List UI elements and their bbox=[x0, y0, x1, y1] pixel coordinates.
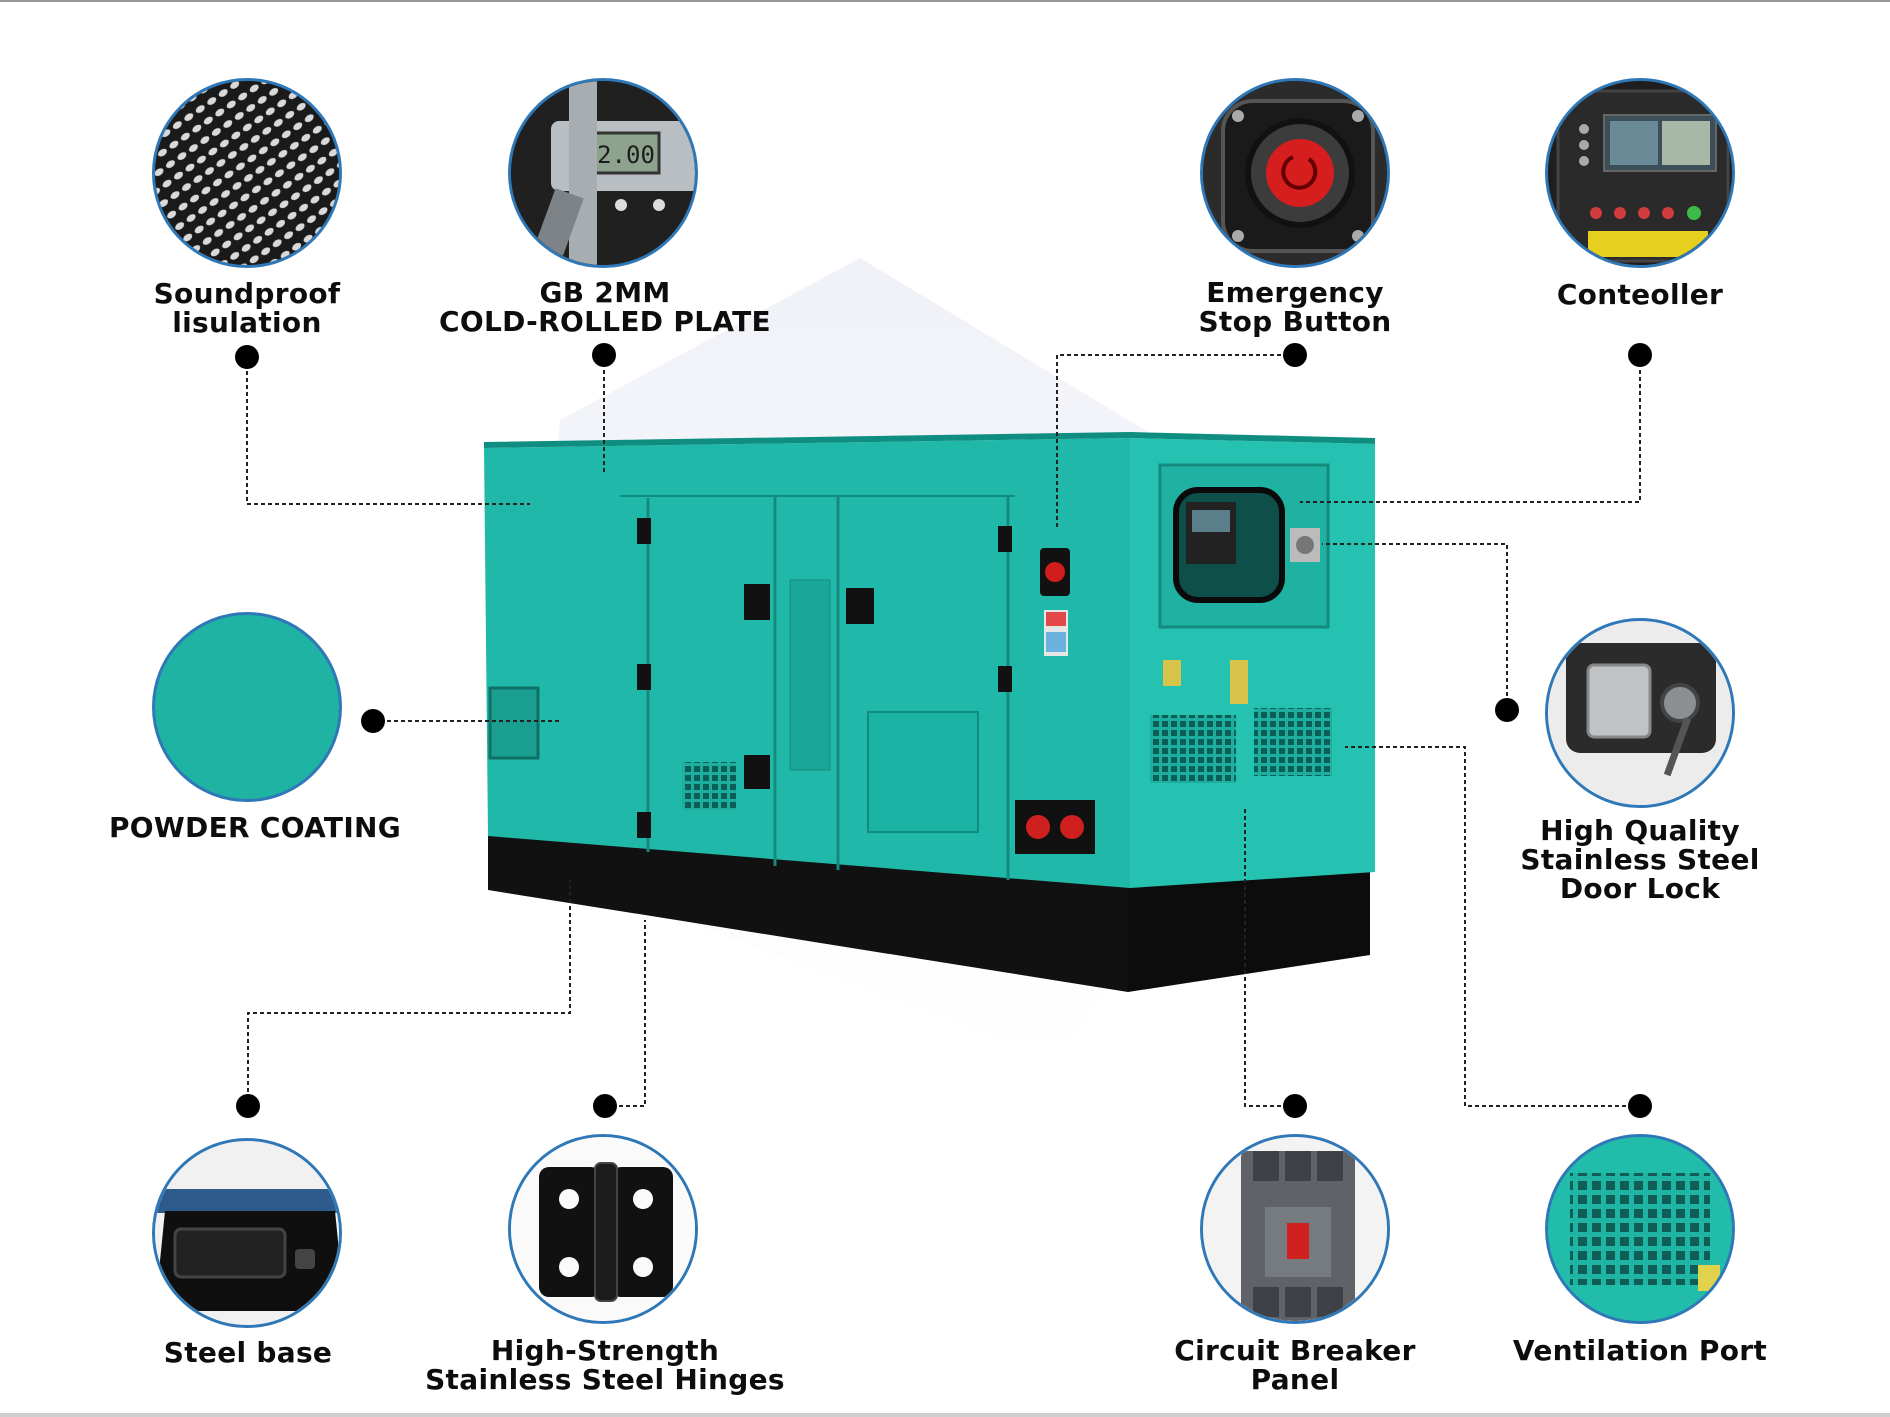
top-divider bbox=[0, 0, 1890, 2]
label-controller: Conteoller bbox=[1556, 278, 1724, 311]
connector-steelbase bbox=[247, 880, 571, 1106]
connector-hinges bbox=[605, 920, 646, 1107]
anchor-dot bbox=[1283, 1094, 1307, 1118]
anchor-dot bbox=[361, 709, 385, 733]
ventilation-grille-icon bbox=[1545, 1134, 1735, 1324]
color-swatch-icon bbox=[152, 612, 342, 802]
bottom-divider bbox=[0, 1413, 1890, 1417]
label-steelbase: Steel base bbox=[163, 1336, 333, 1369]
anchor-dot bbox=[1283, 343, 1307, 367]
anchor-dot bbox=[592, 343, 616, 367]
circuit-breaker-icon bbox=[1200, 1134, 1390, 1324]
steel-base-icon bbox=[152, 1138, 342, 1328]
label-emergency: Emergency Stop Button bbox=[1198, 276, 1392, 338]
anchor-dot bbox=[1628, 1094, 1652, 1118]
connector-soundproof bbox=[246, 357, 530, 505]
emergency-stop-icon bbox=[1200, 78, 1390, 268]
caliper-icon: 2.00 bbox=[508, 78, 698, 268]
side-grille-right bbox=[1254, 708, 1332, 776]
anchor-dot bbox=[1628, 343, 1652, 367]
connector-doorlock bbox=[1322, 543, 1508, 710]
label-doorlock: High Quality Stainless Steel Door Lock bbox=[1520, 814, 1760, 905]
label-hinges: High-Strength Stainless Steel Hinges bbox=[425, 1334, 785, 1396]
side-grille-left bbox=[1150, 715, 1236, 783]
connector-breaker bbox=[1244, 806, 1295, 1107]
connector-emergency bbox=[1056, 354, 1295, 530]
label-breaker: Circuit Breaker Panel bbox=[1174, 1334, 1416, 1396]
label-ventilation: Ventilation Port bbox=[1512, 1334, 1768, 1367]
anchor-dot bbox=[593, 1094, 617, 1118]
controller-panel-icon bbox=[1545, 78, 1735, 268]
anchor-dot bbox=[236, 1094, 260, 1118]
perforated-foam-icon bbox=[152, 78, 342, 268]
label-soundproof: Soundproof lisulation bbox=[153, 277, 341, 339]
connector-ventilation bbox=[1345, 746, 1640, 1107]
small-grille bbox=[682, 762, 736, 810]
caliper-readout: 2.00 bbox=[597, 141, 655, 169]
hinge-icon bbox=[508, 1134, 698, 1324]
door-lock-icon bbox=[1545, 618, 1735, 808]
label-plate: GB 2MM COLD-ROLLED PLATE bbox=[439, 276, 771, 338]
label-powder: POWDER COATING bbox=[108, 811, 402, 844]
connector-controller bbox=[1300, 356, 1641, 503]
anchor-dot bbox=[1495, 698, 1519, 722]
anchor-dot bbox=[235, 345, 259, 369]
